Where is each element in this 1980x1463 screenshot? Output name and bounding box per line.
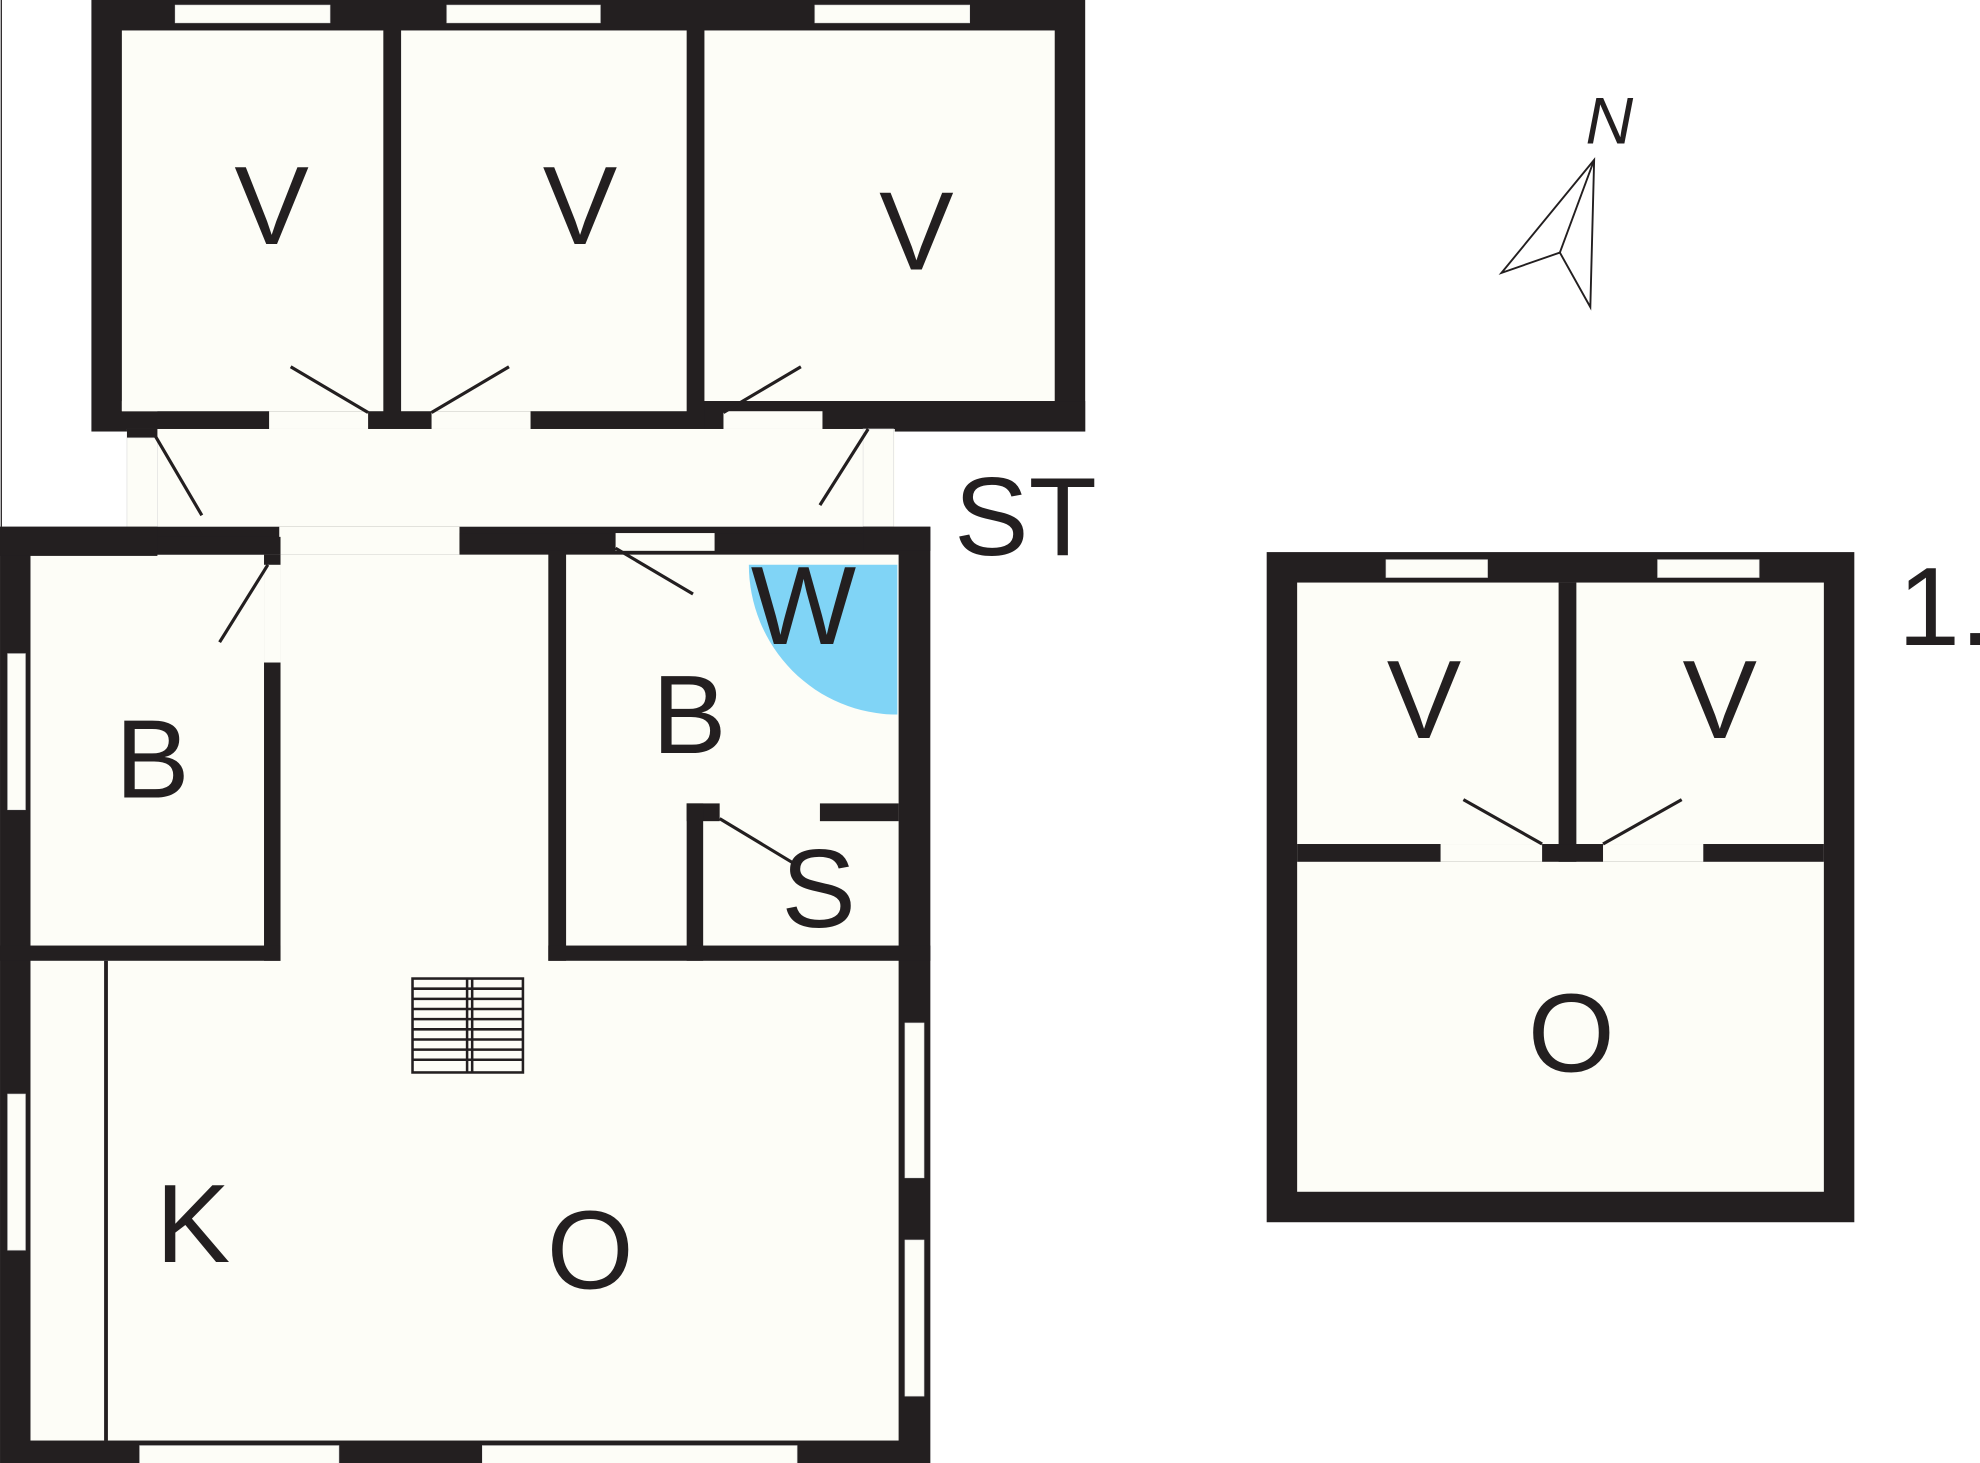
door (153, 434, 204, 517)
room-label-living: O (547, 1188, 634, 1313)
window (7, 653, 26, 811)
window (482, 1445, 798, 1463)
floor-label: 1. (1898, 544, 1980, 669)
room-label-bath-right: B (652, 652, 726, 777)
door (1462, 798, 1543, 846)
window (904, 1239, 925, 1397)
stairs-icon (411, 977, 525, 1074)
door (818, 428, 870, 506)
ground-floor-block (0, 526, 931, 1463)
window (904, 1022, 925, 1179)
door (430, 365, 510, 414)
room-label-bedroom-4: V (1387, 637, 1461, 762)
window (139, 1445, 340, 1463)
door (722, 365, 802, 414)
room-label-sauna: S (781, 826, 855, 951)
north-label: N (1586, 84, 1634, 158)
door (1602, 798, 1683, 846)
room-label-kitchen: K (156, 1161, 230, 1286)
window (814, 4, 971, 24)
door (218, 563, 270, 644)
room-label-loft: O (1528, 971, 1615, 1096)
north-arrow-icon (1498, 157, 1596, 311)
door (289, 365, 369, 414)
room-label-bath-left: B (115, 696, 189, 821)
wardrobe (748, 564, 898, 715)
room-label-wardrobe: W (751, 543, 857, 668)
room-label-bedroom-1: V (234, 143, 308, 268)
room-label-terrace: ST (954, 454, 1097, 579)
window (7, 1093, 26, 1251)
window (174, 4, 331, 24)
door (614, 546, 694, 596)
first-floor-block (1266, 552, 1855, 1223)
room-label-bedroom-2: V (543, 143, 617, 268)
door (718, 817, 795, 865)
room-label-bedroom-5: V (1683, 637, 1757, 762)
window (446, 4, 601, 24)
top-bedrooms-block (91, 0, 1086, 432)
window (1385, 559, 1488, 578)
window (1657, 559, 1760, 578)
room-label-bedroom-3: V (879, 168, 953, 293)
